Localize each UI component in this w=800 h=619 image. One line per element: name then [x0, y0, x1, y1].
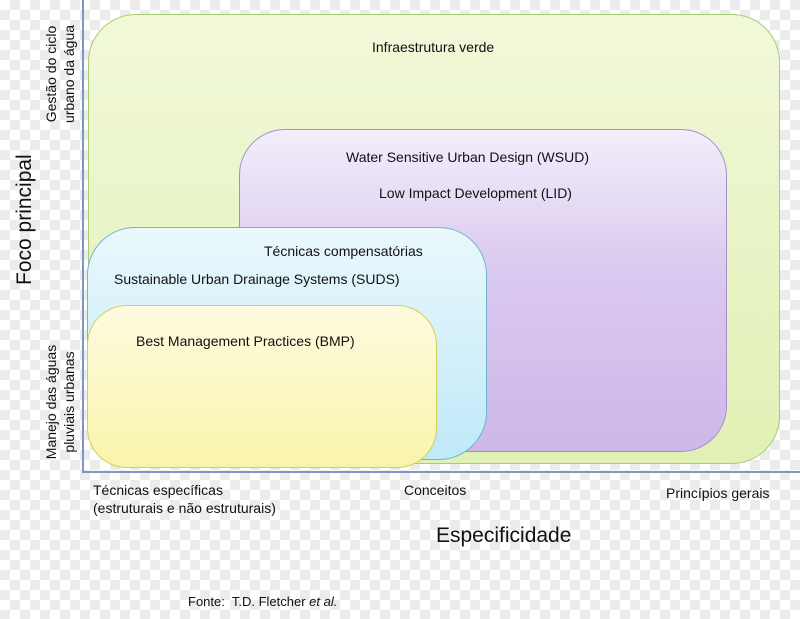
suds-label: Sustainable Urban Drainage Systems (SUDS… — [114, 271, 400, 287]
x-axis-line — [82, 471, 800, 473]
green-infrastructure-label: Infraestrutura verde — [372, 39, 495, 55]
x-tick-specific-techniques-line2: (estruturais e não estruturais) — [93, 500, 276, 516]
x-tick-general-principles: Princípios gerais — [666, 485, 770, 501]
source-prefix: Fonte: T.D. Fletcher — [188, 594, 310, 609]
x-tick-specific-techniques: Técnicas específicas (estruturais e não … — [93, 481, 276, 517]
y-axis-bottom-label-line1: Manejo das águas — [43, 344, 59, 460]
x-tick-concepts: Conceitos — [404, 482, 467, 498]
y-axis-top-label: Gestão do ciclo urbano da água — [42, 19, 78, 129]
lid-label: Low Impact Development (LID) — [379, 185, 572, 201]
wsud-label: Water Sensitive Urban Design (WSUD) — [346, 149, 589, 165]
y-axis-bottom-label: Manejo das águas pluviais urbanas — [42, 340, 78, 464]
x-tick-specific-techniques-line1: Técnicas específicas — [93, 482, 223, 498]
y-axis-top-label-line2: urbano da água — [61, 24, 77, 124]
x-axis-title: Especificidade — [436, 524, 572, 547]
bmp-label: Best Management Practices (BMP) — [136, 333, 355, 349]
source-italic: et al. — [309, 594, 338, 609]
y-axis-bottom-label-line2: pluviais urbanas — [61, 351, 77, 453]
bmp-box: Best Management Practices (BMP) — [87, 305, 437, 468]
compensatory-techniques-label: Técnicas compensatórias — [264, 243, 423, 259]
y-axis-line — [82, 0, 84, 473]
y-axis-top-label-line1: Gestão do ciclo — [43, 25, 59, 123]
source-note: Fonte: T.D. Fletcher et al. — [188, 594, 337, 609]
y-axis-title: Foco principal — [13, 154, 36, 285]
